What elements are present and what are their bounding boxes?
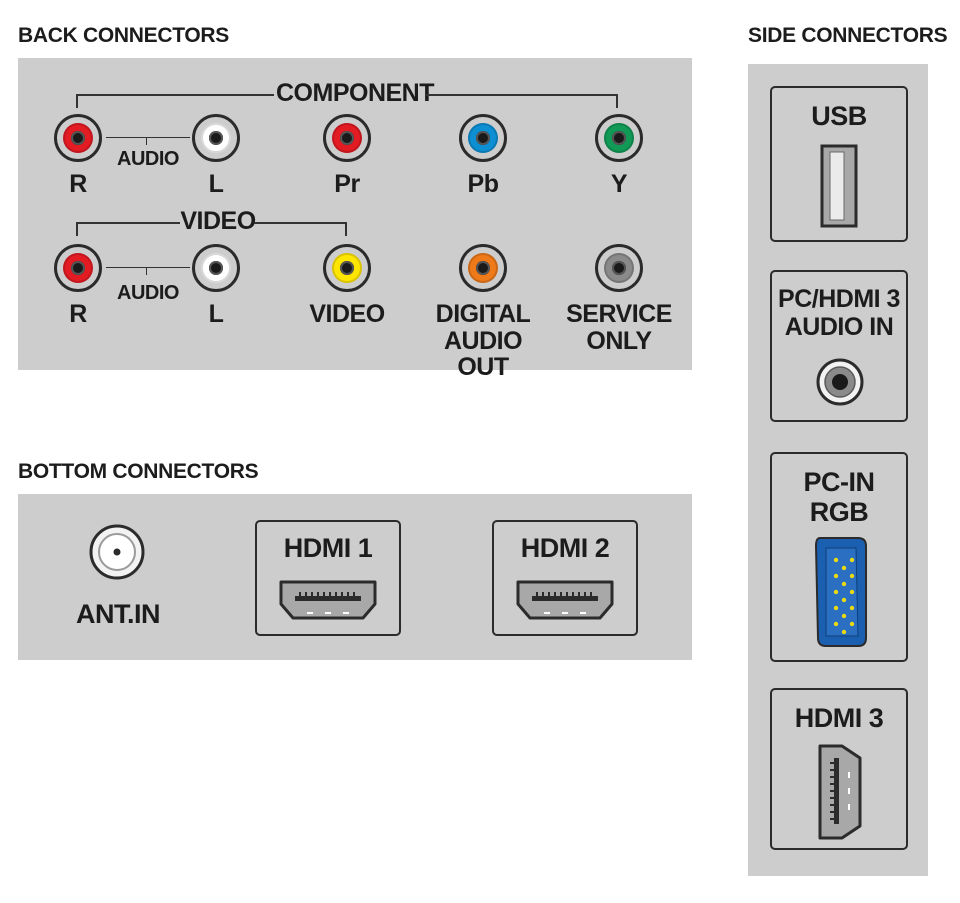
pc-in-label: PC-IN [803, 467, 876, 497]
back-connectors-title: BACK CONNECTORS [18, 24, 229, 47]
pc-in-box: PC-IN RGB [770, 452, 908, 662]
hdmi1-label: HDMI 1 [283, 533, 373, 563]
service-only-jack[interactable] [595, 244, 643, 292]
ant-in-label: ANT.IN [76, 599, 161, 629]
label-pb: Pb [467, 170, 499, 198]
hdmi1-port-icon[interactable] [277, 578, 379, 622]
usb-label: USB [811, 101, 867, 131]
hdmi2-port-icon[interactable] [514, 578, 616, 622]
hdmi3-box: HDMI 3 [770, 688, 908, 850]
label-service: SERVICE [566, 300, 672, 328]
video-bracket-right-tick [345, 222, 347, 236]
hdmi2-label: HDMI 2 [520, 533, 610, 563]
label-digital: DIGITAL [435, 300, 531, 328]
label-audio-out: AUDIO OUT [443, 327, 523, 382]
video-bracket-left [76, 222, 180, 224]
component-pr-jack[interactable] [323, 114, 371, 162]
label-only: ONLY [586, 327, 652, 355]
component-y-jack[interactable] [595, 114, 643, 162]
hdmi2-box: HDMI 2 [492, 520, 638, 636]
component-bracket-left [76, 94, 274, 96]
video-jack[interactable] [323, 244, 371, 292]
label-r-2: R [69, 300, 87, 328]
back-connectors-panel: COMPONENT AUDIO R L Pr Pb Y VIDEO AUDIO … [18, 58, 692, 380]
pc-hdmi3-label: PC/HDMI 3 [778, 285, 900, 313]
audio-link-tick [146, 137, 147, 145]
video-audio-l-jack[interactable] [192, 244, 240, 292]
component-pb-jack[interactable] [459, 114, 507, 162]
video-audio-r-jack[interactable] [54, 244, 102, 292]
antenna-coax-icon[interactable] [89, 524, 145, 580]
usb-box: USB [770, 86, 908, 242]
bottom-connectors-panel: ANT.IN HDMI 1 HDMI 2 [18, 494, 692, 660]
label-l: L [208, 170, 224, 198]
label-pr: Pr [334, 170, 360, 198]
audio-in-jack-icon[interactable] [816, 358, 864, 406]
vga-port-icon[interactable] [812, 534, 872, 650]
label-r: R [69, 170, 87, 198]
hdmi3-port-icon[interactable] [816, 742, 864, 842]
video-group-label: VIDEO [180, 207, 256, 235]
rgb-label: RGB [809, 497, 869, 527]
audio-link-line [106, 137, 190, 138]
component-bracket-right-tick [616, 94, 618, 108]
audio-label-2: AUDIO [117, 282, 179, 304]
audio-in-label: AUDIO IN [784, 313, 894, 341]
bottom-connectors-title: BOTTOM CONNECTORS [18, 460, 259, 483]
usb-port-icon[interactable] [820, 144, 858, 228]
component-label: COMPONENT [276, 79, 435, 107]
digital-audio-out-jack[interactable] [459, 244, 507, 292]
hdmi3-label: HDMI 3 [794, 703, 884, 733]
audio-link-line-2 [106, 267, 190, 268]
audio-label: AUDIO [117, 148, 179, 170]
hdmi1-box: HDMI 1 [255, 520, 401, 636]
component-audio-l-jack[interactable] [192, 114, 240, 162]
audio-in-box: PC/HDMI 3 AUDIO IN [770, 270, 908, 422]
label-l-2: L [208, 300, 224, 328]
component-bracket-right [426, 94, 618, 96]
label-video: VIDEO [309, 300, 385, 328]
component-bracket-left-tick [76, 94, 78, 108]
component-audio-r-jack[interactable] [54, 114, 102, 162]
label-y: Y [610, 170, 628, 198]
audio-link-tick-2 [146, 267, 147, 275]
video-bracket-right [254, 222, 346, 224]
side-connectors-title: SIDE CONNECTORS [748, 24, 948, 47]
video-bracket-left-tick [76, 222, 78, 236]
side-connectors-panel: USB PC/HDMI 3 AUDIO IN PC-IN RGB HDMI 3 [748, 64, 928, 876]
